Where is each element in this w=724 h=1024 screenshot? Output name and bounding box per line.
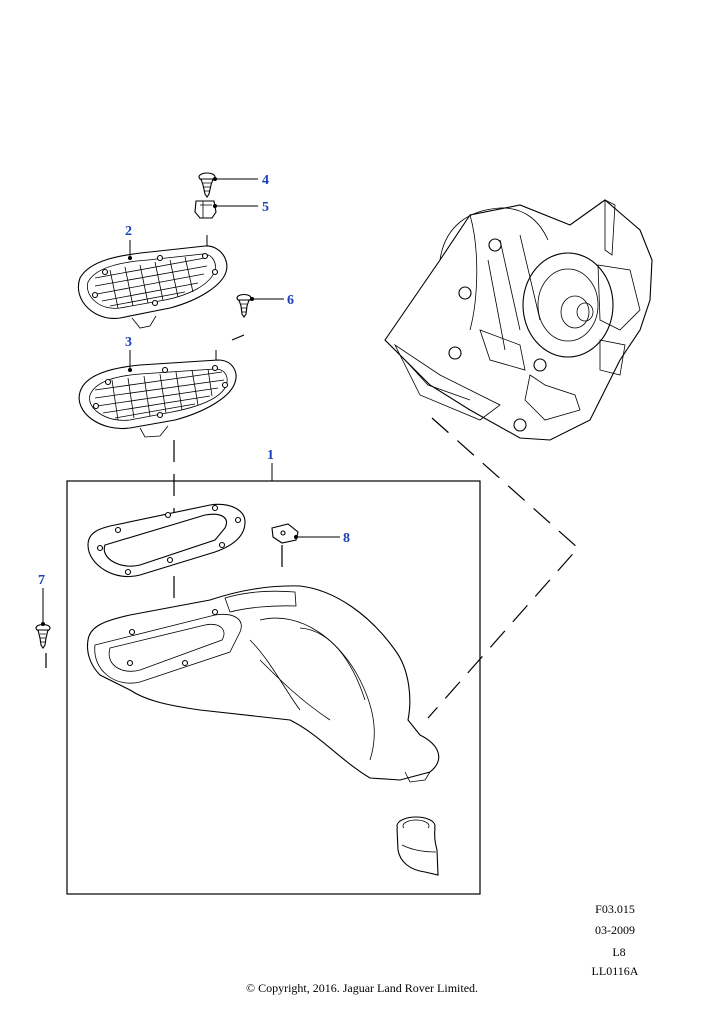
callout-label-2: 2 bbox=[125, 224, 132, 239]
figure-date: 03-2009 bbox=[595, 923, 635, 937]
callout-2: 2 bbox=[125, 224, 132, 260]
callout-label-6: 6 bbox=[287, 293, 294, 308]
callout-label-7: 7 bbox=[38, 573, 45, 588]
duct-gasket bbox=[87, 503, 246, 578]
callout-label-1: 1 bbox=[267, 448, 274, 463]
callout-label-4: 4 bbox=[262, 173, 269, 188]
clip-part-8 bbox=[271, 523, 299, 544]
figure-code: F03.015 bbox=[595, 902, 635, 916]
callout-6: 6 bbox=[250, 293, 294, 308]
model-code: L8 bbox=[612, 945, 626, 959]
screw-part-6 bbox=[236, 293, 252, 318]
callout-4: 4 bbox=[213, 173, 269, 188]
mesh-pattern-2 bbox=[94, 256, 208, 309]
screw-part-4 bbox=[198, 172, 216, 198]
callout-label-5: 5 bbox=[262, 200, 269, 215]
duct-outlet-elbow bbox=[396, 816, 439, 876]
callout-label-8: 8 bbox=[343, 531, 350, 546]
callout-label-3: 3 bbox=[125, 335, 132, 350]
duct-kit-frame bbox=[66, 480, 481, 895]
callout-3: 3 bbox=[125, 335, 132, 372]
illustration-id: LL0116A bbox=[591, 964, 639, 978]
clip-nut-part-5 bbox=[194, 200, 217, 248]
mesh-pattern-3 bbox=[94, 368, 225, 421]
upper-grille-part-2 bbox=[77, 245, 228, 329]
lower-grille-part-3 bbox=[78, 350, 237, 438]
copyright-notice: © Copyright, 2016. Jaguar Land Rover Lim… bbox=[245, 981, 479, 995]
blower-motor-assembly bbox=[384, 199, 653, 441]
callout-8: 8 bbox=[294, 531, 350, 546]
callout-7: 7 bbox=[38, 573, 45, 626]
callout-5: 5 bbox=[213, 200, 269, 215]
air-duct-body bbox=[86, 585, 440, 783]
callout-1: 1 bbox=[267, 448, 274, 481]
rivet-part-7 bbox=[35, 623, 51, 649]
